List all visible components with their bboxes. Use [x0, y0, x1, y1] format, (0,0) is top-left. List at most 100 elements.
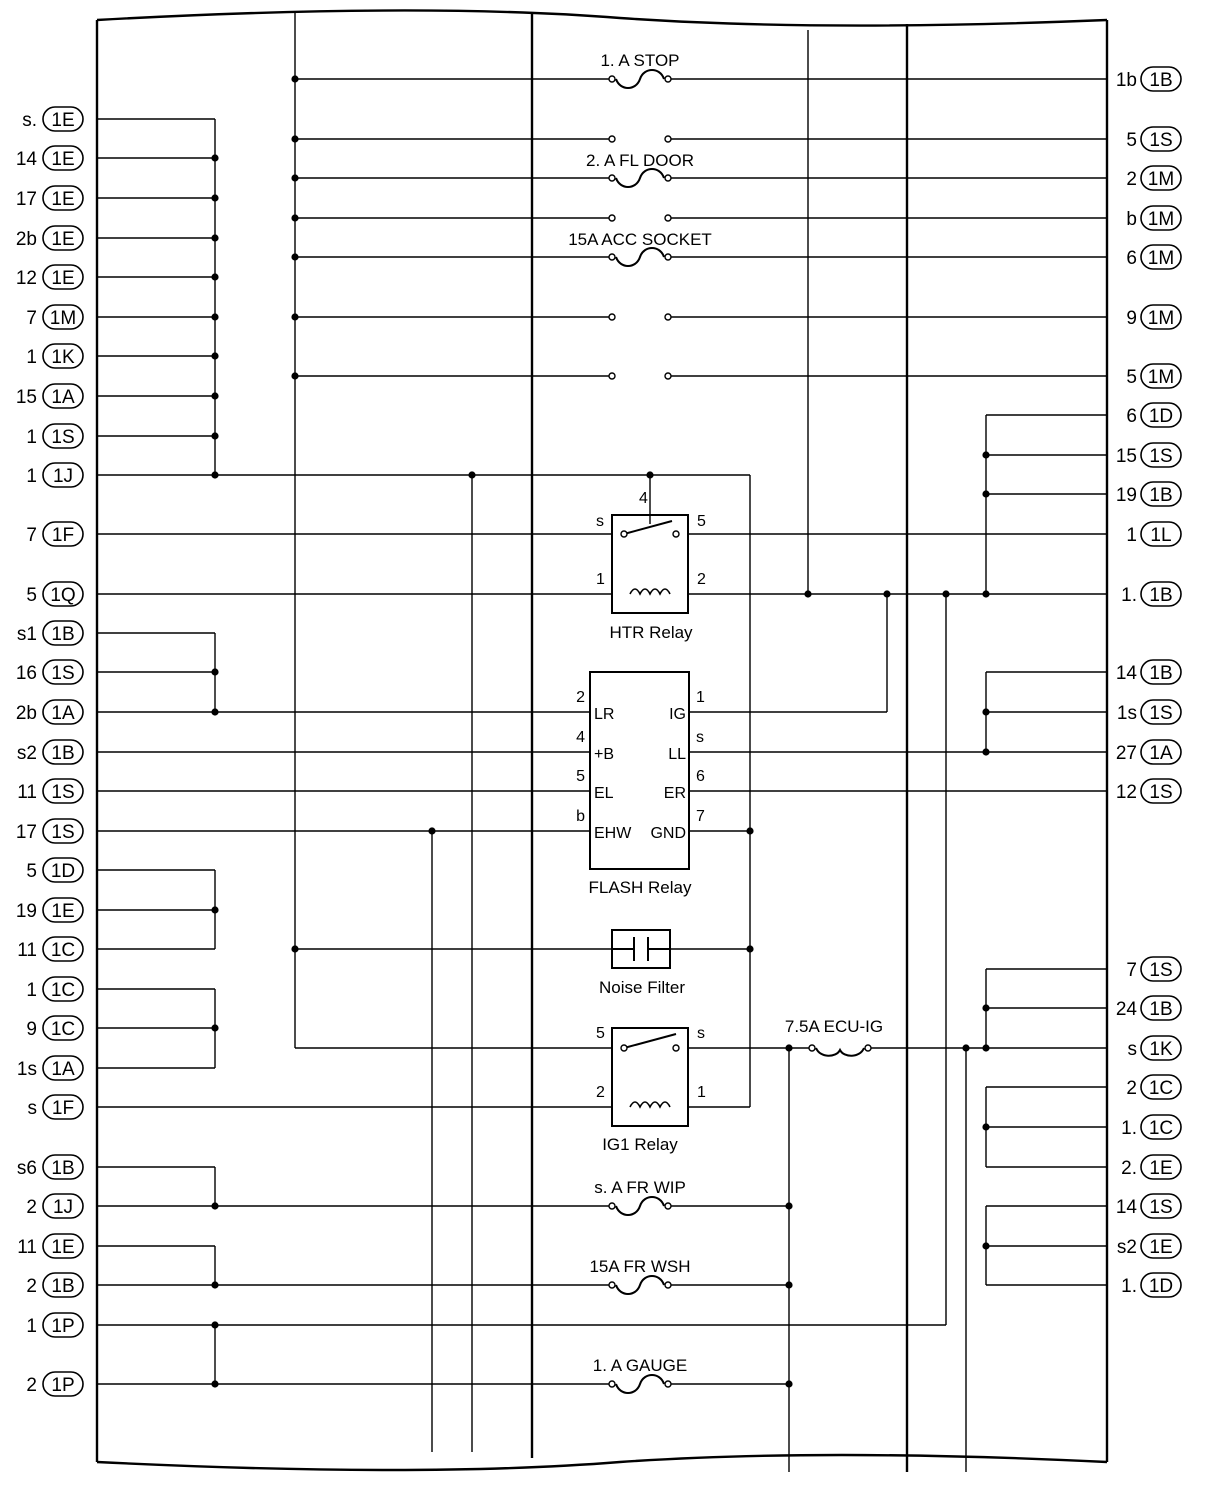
connector-oval: [1140, 1035, 1182, 1061]
pin-number: s.: [22, 110, 37, 131]
open-terminal: [664, 253, 672, 261]
pin-number: 2b: [16, 703, 37, 724]
connector-oval: [42, 304, 84, 330]
connector-oval: [42, 383, 84, 409]
splice-point: [982, 1123, 990, 1131]
connector-code: 1B: [1149, 999, 1172, 1020]
splice-point: [804, 590, 812, 598]
connector-oval: [1140, 1154, 1182, 1180]
ig1-relay-box: [611, 1027, 689, 1127]
connector-oval: [1140, 1233, 1182, 1259]
connector-oval: [42, 1233, 84, 1259]
htr-relay-box: [611, 514, 689, 614]
splice-point: [291, 214, 299, 222]
pin-number: 12: [16, 268, 37, 289]
splice-point: [428, 827, 436, 835]
flash-relay-label: FLASH Relay: [589, 878, 692, 897]
connector-code: 1J: [53, 466, 73, 487]
connector-oval: [42, 106, 84, 132]
splice-point: [646, 471, 654, 479]
open-terminal: [664, 214, 672, 222]
pin-number: s: [1128, 1039, 1138, 1060]
connector-oval: [42, 818, 84, 844]
connector-code: 1C: [51, 1019, 75, 1040]
left-pin-27: 11 1E: [17, 1233, 84, 1259]
connector-oval: [1140, 659, 1182, 685]
connector-code: 1B: [51, 1158, 74, 1179]
splice-point: [982, 1242, 990, 1250]
left-pin-4: 12 1E: [16, 264, 84, 290]
connector-code: 1S: [1149, 960, 1172, 981]
pin-number: 1: [1126, 525, 1137, 546]
splice-point: [982, 1004, 990, 1012]
right-pin-18: s 1K: [1128, 1035, 1182, 1061]
htr-term-4: 4: [639, 490, 648, 507]
fuse-fr-wsh-label: 15A FR WSH: [589, 1257, 690, 1276]
fuse-fl-door: [615, 168, 665, 188]
connector-code: 1E: [51, 268, 74, 289]
connector-code: 1B: [51, 624, 74, 645]
connector-code: 1B: [1149, 70, 1172, 91]
open-terminal: [664, 313, 672, 321]
splice-point: [211, 1024, 219, 1032]
splice-point: [211, 154, 219, 162]
connector-oval: [1140, 521, 1182, 547]
fuse-fr-wsh: [615, 1275, 665, 1295]
connector-code: 1M: [50, 308, 76, 329]
pin-number: 24: [1116, 999, 1138, 1020]
pin-number: 11: [17, 782, 37, 803]
splice-point: [211, 432, 219, 440]
fuse-stop: [615, 69, 665, 89]
right-pin-24: 1.1D: [1121, 1272, 1182, 1298]
flash-term-name: LR: [594, 706, 614, 723]
connector-oval: [42, 462, 84, 488]
fuse-ecu-ig: [815, 1047, 865, 1057]
connector-oval: [42, 1094, 84, 1120]
pin-number: s2: [17, 743, 37, 764]
splice-point: [211, 1380, 219, 1388]
connector-code: 1S: [51, 822, 74, 843]
connector-oval: [42, 225, 84, 251]
connector-code: 1E: [51, 1237, 74, 1258]
connector-code: 1S: [51, 427, 74, 448]
connector-code: 1M: [1148, 169, 1174, 190]
ig1-relay-coil: [629, 1101, 671, 1109]
splice-point: [211, 234, 219, 242]
connector-oval: [1140, 481, 1182, 507]
splice-point: [211, 313, 219, 321]
connector-code: 1K: [1149, 1039, 1173, 1060]
connector-code: 1J: [53, 1197, 73, 1218]
connector-oval: [42, 659, 84, 685]
connector-oval: [42, 699, 84, 725]
splice-point: [291, 135, 299, 143]
splice-point: [211, 1202, 219, 1210]
connector-oval: [1140, 244, 1182, 270]
connector-code: 1D: [1149, 1276, 1173, 1297]
connector-oval: [42, 1371, 84, 1397]
splice-point: [211, 1281, 219, 1289]
connector-code: 1E: [51, 189, 74, 210]
splice-point: [785, 1044, 793, 1052]
pin-number: 15: [1116, 446, 1137, 467]
pin-number: 11: [17, 1237, 37, 1258]
fuse-stop-label: 1. A STOP: [600, 51, 679, 70]
connector-oval: [42, 936, 84, 962]
right-pin-21: 2.1E: [1121, 1154, 1182, 1180]
ig1-term-s: s: [697, 1025, 705, 1042]
